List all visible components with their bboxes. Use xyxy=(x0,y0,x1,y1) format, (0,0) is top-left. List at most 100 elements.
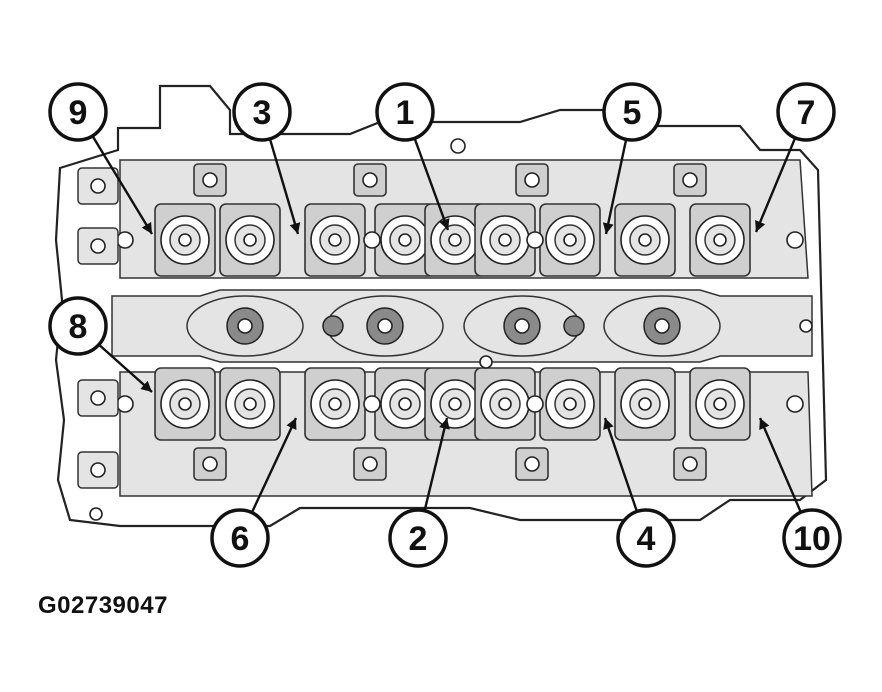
callout-circle-5 xyxy=(602,82,662,142)
callout-markers: 9 3 1 5 7 8 6 2 4 10 xyxy=(48,82,842,568)
bolt-center xyxy=(328,397,342,411)
mount-hole xyxy=(524,456,540,472)
journal-bolt-center xyxy=(237,318,253,334)
journal-bolt-center xyxy=(654,318,670,334)
bolt-center xyxy=(638,233,652,247)
callout-arrowhead-9 xyxy=(141,222,152,234)
callout-circle-4 xyxy=(616,508,676,568)
callout-circle-10 xyxy=(782,508,842,568)
bolt-center xyxy=(328,233,342,247)
top-dowel xyxy=(450,138,466,154)
callout-arrowhead-5 xyxy=(602,222,614,234)
callout-number-8: 8 xyxy=(69,308,88,346)
dowel-hole xyxy=(799,319,813,333)
bolt-center xyxy=(713,397,727,411)
callout-arrowhead-2 xyxy=(439,418,450,430)
callout-3: 3 xyxy=(232,82,292,142)
callout-arrowhead-7 xyxy=(755,220,766,232)
callout-6: 6 xyxy=(210,508,270,568)
callout-arrowhead-10 xyxy=(759,418,770,430)
callout-leaders xyxy=(91,135,802,514)
callout-arrowhead-3 xyxy=(289,222,301,234)
callout-9: 9 xyxy=(48,82,108,142)
mount-hole xyxy=(682,456,698,472)
callout-leader-1 xyxy=(413,137,450,231)
callout-1: 1 xyxy=(375,82,435,142)
callout-number-10: 10 xyxy=(793,520,831,558)
cylinder-head-illustration xyxy=(54,84,828,528)
callout-circle-1 xyxy=(375,82,435,142)
callout-7: 7 xyxy=(776,82,836,142)
side-ear-hole xyxy=(90,390,106,406)
callout-arrowhead-6 xyxy=(286,418,297,430)
side-bolt xyxy=(363,395,381,413)
bolt-center xyxy=(638,397,652,411)
callout-number-2: 2 xyxy=(409,520,428,558)
callout-arrowhead-8 xyxy=(140,380,152,392)
callout-leader-8 xyxy=(98,343,153,393)
callout-circle-3 xyxy=(232,82,292,142)
callout-leader-10 xyxy=(758,417,802,513)
side-bolt xyxy=(526,231,544,249)
journal-bolt-center xyxy=(514,318,530,334)
callout-circle-2 xyxy=(388,508,448,568)
callout-circle-9 xyxy=(48,82,108,142)
bolt-center xyxy=(563,233,577,247)
bolt-center xyxy=(713,233,727,247)
side-bolt xyxy=(116,231,134,249)
small-bolt xyxy=(322,315,344,337)
callout-10: 10 xyxy=(782,508,842,568)
mid-dowel xyxy=(479,355,493,369)
side-ear-hole xyxy=(90,178,106,194)
bolt-center xyxy=(398,397,412,411)
callout-4: 4 xyxy=(616,508,676,568)
callout-arrowhead-1 xyxy=(439,218,450,230)
callout-number-5: 5 xyxy=(623,94,642,132)
callout-circle-7 xyxy=(776,82,836,142)
callout-number-9: 9 xyxy=(69,94,88,132)
callout-circle-8 xyxy=(48,296,108,356)
bolt-center xyxy=(178,233,192,247)
callout-8: 8 xyxy=(48,296,108,356)
callout-leader-4 xyxy=(603,417,639,512)
callout-number-7: 7 xyxy=(797,94,816,132)
journal-bolt-center xyxy=(377,318,393,334)
callout-leader-5 xyxy=(604,139,628,235)
small-bolt xyxy=(563,315,585,337)
callout-number-6: 6 xyxy=(231,520,250,558)
callout-5: 5 xyxy=(602,82,662,142)
bolt-center xyxy=(178,397,192,411)
bolt-center xyxy=(448,233,462,247)
bolt-center xyxy=(398,233,412,247)
bolt-center xyxy=(448,397,462,411)
callout-leader-3 xyxy=(268,138,300,235)
side-bolt xyxy=(786,395,804,413)
mount-hole xyxy=(202,456,218,472)
mount-hole xyxy=(524,172,540,188)
callout-number-4: 4 xyxy=(637,520,656,558)
callout-number-3: 3 xyxy=(253,94,272,132)
callout-leader-7 xyxy=(754,137,797,233)
bolt-center xyxy=(498,397,512,411)
side-bolt xyxy=(786,231,804,249)
figure-code: G02739047 xyxy=(38,592,168,619)
mount-hole xyxy=(362,456,378,472)
bottom-dowel xyxy=(89,507,103,521)
callout-leader-6 xyxy=(250,417,298,514)
mount-hole xyxy=(682,172,698,188)
side-bolt xyxy=(116,395,134,413)
side-ear-hole xyxy=(90,462,106,478)
callout-leader-2 xyxy=(423,417,449,512)
side-bolt xyxy=(363,231,381,249)
mount-hole xyxy=(202,172,218,188)
callout-leader-9 xyxy=(91,135,154,235)
callout-circle-6 xyxy=(210,508,270,568)
bolt-center xyxy=(243,233,257,247)
bolt-center xyxy=(563,397,577,411)
side-bolt xyxy=(526,395,544,413)
mount-hole xyxy=(362,172,378,188)
head-outline xyxy=(54,84,828,528)
callout-arrowhead-4 xyxy=(603,418,614,430)
bolt-center xyxy=(498,233,512,247)
